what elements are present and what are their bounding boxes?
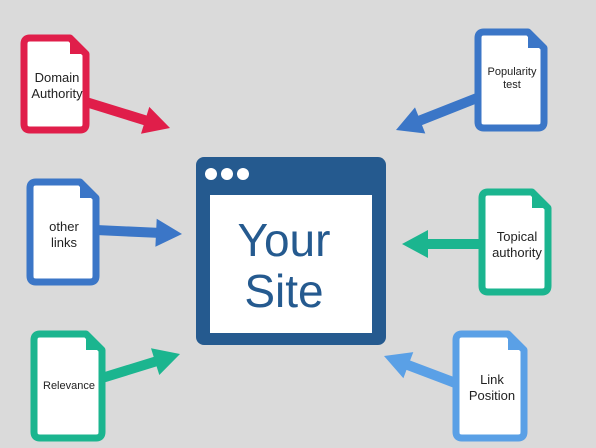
- site-label: Your Site: [237, 214, 331, 317]
- document-fold-icon: [508, 334, 524, 350]
- arrow-domain-authority: [84, 97, 170, 134]
- browser-dot-icon: [205, 168, 217, 180]
- arrow-other-links: [95, 218, 182, 247]
- arrow-popularity-test: [396, 91, 484, 134]
- document-icon-domain-authority: [20, 34, 90, 134]
- arrows-layer: [84, 91, 484, 389]
- browser-dot-icon: [237, 168, 249, 180]
- browser-content-area: [210, 195, 372, 333]
- arrow-link-position: [384, 352, 460, 389]
- document-icon-topical-authority: [478, 188, 552, 296]
- document-fold-icon: [528, 32, 544, 48]
- document-fold-icon: [532, 192, 548, 208]
- browser-dot-icon: [221, 168, 233, 180]
- doc-label-topical-authority: Topical authority: [492, 229, 542, 260]
- document-fold-icon: [70, 38, 86, 54]
- document-icon-relevance: [30, 330, 106, 442]
- arrow-topical-authority: [402, 230, 482, 258]
- doc-label-other-links: other links: [49, 219, 79, 250]
- doc-label-domain-authority: Domain Authority: [31, 70, 83, 101]
- document-fold-icon: [86, 334, 102, 350]
- document-icon-link-position: [452, 330, 528, 442]
- document-icon-other-links: [26, 178, 100, 286]
- doc-label-relevance: Relevance: [43, 380, 95, 393]
- documents-layer: [20, 28, 552, 442]
- site-browser-window: [196, 157, 386, 345]
- document-icon-popularity-test: [474, 28, 548, 132]
- doc-label-link-position: Link Position: [468, 372, 516, 403]
- document-fold-icon: [80, 182, 96, 198]
- arrow-relevance: [100, 348, 180, 383]
- doc-label-popularity-test: Popularity test: [487, 65, 537, 91]
